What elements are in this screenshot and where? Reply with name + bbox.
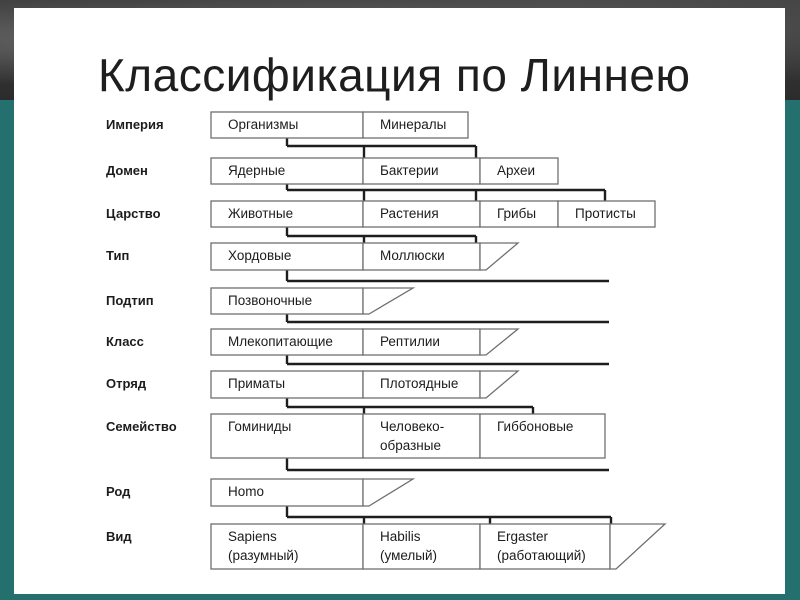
taxon-label: Ядерные [228, 163, 285, 178]
rank-label: Класс [106, 334, 144, 349]
taxon-label: Млекопитающие [228, 334, 333, 349]
taxon-label: (умелый) [380, 548, 437, 563]
taxon-label: Гоминиды [228, 419, 291, 434]
taxon-label: Грибы [497, 206, 536, 221]
rank-label: Подтип [106, 293, 154, 308]
continuation-tab [480, 371, 518, 398]
continuation-tab [363, 288, 413, 314]
rank-label: Тип [106, 248, 129, 263]
continuation-tab [610, 524, 665, 569]
continuation-tab [363, 479, 413, 506]
rank-label: Царство [106, 206, 161, 221]
rank-label: Отряд [106, 376, 147, 391]
taxon-label: Моллюски [380, 248, 445, 263]
taxon-label: Растения [380, 206, 439, 221]
taxon-label: Хордовые [228, 248, 291, 263]
taxon-label: Habilis [380, 529, 421, 544]
taxon-label: Плотоядные [380, 376, 458, 391]
continuation-tab [480, 329, 518, 355]
rank-label: Вид [106, 529, 132, 544]
taxon-label: Минералы [380, 117, 446, 132]
taxon-label: Ergaster [497, 529, 549, 544]
taxon-label: Гиббоновые [497, 419, 573, 434]
rank-label: Семейство [106, 419, 177, 434]
taxon-label: (работающий) [497, 548, 586, 563]
taxon-label: Животные [228, 206, 293, 221]
taxon-label: Бактерии [380, 163, 439, 178]
taxon-label: Человеко- [380, 419, 444, 434]
taxon-label: Археи [497, 163, 535, 178]
rank-label: Домен [106, 163, 148, 178]
taxon-label: Позвоночные [228, 293, 312, 308]
taxon-label: Протисты [575, 206, 636, 221]
taxon-label: Организмы [228, 117, 298, 132]
taxon-label: Приматы [228, 376, 285, 391]
taxon-label: Рептилии [380, 334, 440, 349]
taxon-label: (разумный) [228, 548, 298, 563]
continuation-tab [480, 243, 518, 270]
taxon-label: Sapiens [228, 529, 277, 544]
rank-label: Империя [106, 117, 164, 132]
rank-label: Род [106, 484, 131, 499]
taxon-label: Homo [228, 484, 264, 499]
taxon-label: образные [380, 438, 441, 453]
